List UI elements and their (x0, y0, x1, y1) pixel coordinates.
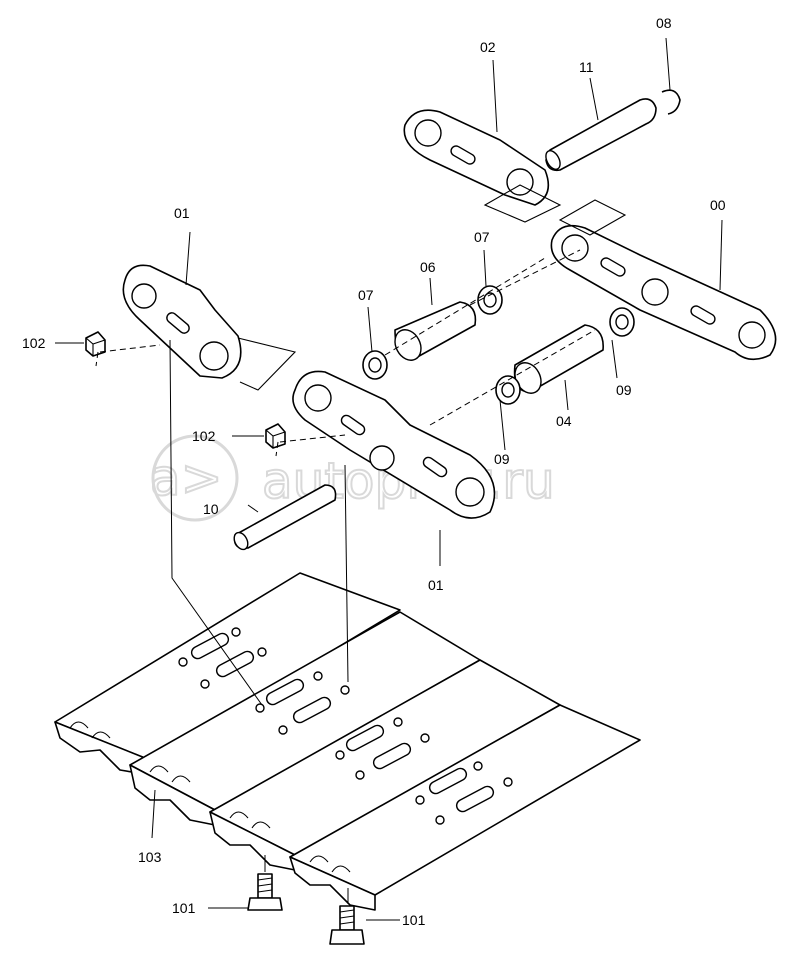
track-shoe-2 (129, 611, 481, 826)
bolt-101-right (329, 905, 365, 945)
label-00: 00 (710, 197, 726, 213)
label-07-left: 07 (358, 287, 374, 303)
pin-11 (545, 98, 657, 172)
part-labels: 01 02 11 08 00 07 06 07 09 04 09 01 10 1… (22, 15, 726, 928)
label-01-lower: 01 (428, 577, 444, 593)
snap-ring-08 (661, 89, 681, 115)
pin-10 (233, 484, 337, 551)
label-02: 02 (480, 39, 496, 55)
bolt-101-left (247, 873, 283, 911)
track-link-02 (403, 109, 562, 223)
bushing-06 (394, 301, 477, 361)
watermark-logo: a> (150, 449, 223, 507)
label-04: 04 (556, 413, 572, 429)
label-102-middle: 102 (192, 428, 216, 444)
label-06: 06 (420, 259, 436, 275)
track-link-00 (550, 199, 777, 361)
label-101-right: 101 (402, 912, 426, 928)
label-09-right: 09 (616, 382, 632, 398)
label-09-left: 09 (494, 451, 510, 467)
nut-102-middle (265, 423, 286, 449)
bushing-04 (513, 324, 604, 394)
track-shoes (54, 572, 641, 911)
track-shoe-1 (54, 572, 401, 776)
track-link-01-upper (122, 264, 242, 379)
label-11: 11 (579, 59, 594, 75)
label-10: 10 (203, 501, 219, 517)
label-103: 103 (138, 849, 162, 865)
label-08: 08 (656, 15, 672, 31)
track-link-01-lower (292, 370, 496, 519)
leader-lines (55, 37, 723, 921)
track-shoe-3 (209, 659, 561, 871)
nut-102-upper (85, 331, 106, 357)
label-101-left: 101 (172, 900, 196, 916)
track-shoe-4 (289, 704, 641, 911)
label-07-right: 07 (474, 229, 490, 245)
label-01-upper: 01 (174, 205, 190, 221)
label-102-upper: 102 (22, 335, 46, 351)
